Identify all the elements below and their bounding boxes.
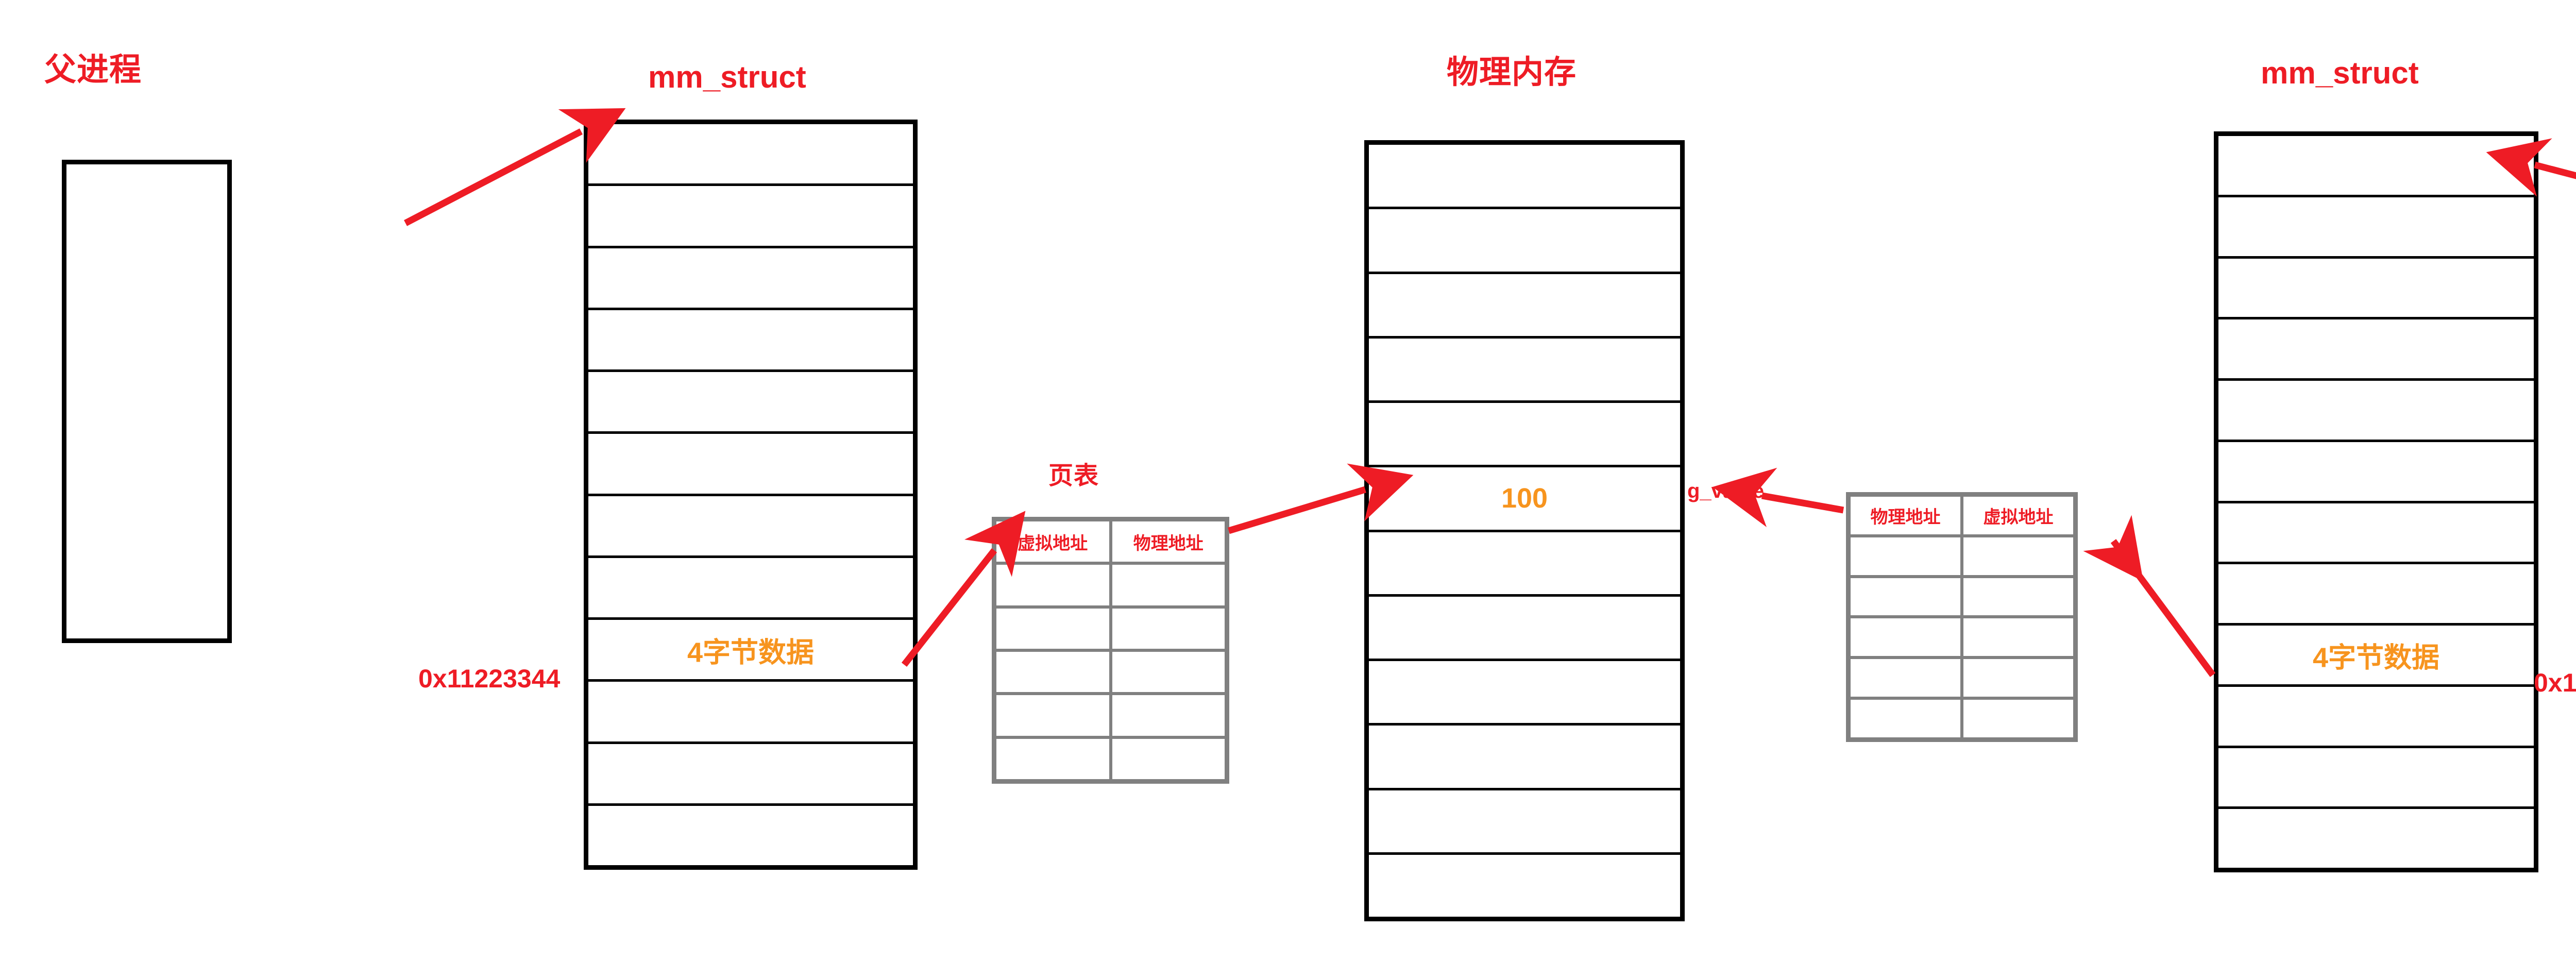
parent-mm-struct-row [588,372,913,434]
page-table-left-row [996,695,1225,736]
physical-memory-row [1369,596,1680,661]
physical-memory-row [1369,532,1680,597]
parent-mm-struct-row [588,186,913,248]
arrow-right-page-table-to-gvalue [1712,467,1844,528]
page-table-right-cell [1851,700,1960,737]
physical-memory-row: 100 [1369,467,1680,532]
parent-mm-struct-row [588,434,913,496]
page-table-left-cell [996,738,1109,779]
arrow-data-to-page-table [901,511,1026,667]
page-table-right: 物理地址虚拟地址 [1846,492,2078,742]
page-table-right-row [1851,618,2073,656]
child-mm-struct-row [2218,564,2534,626]
page-table-right-row [1851,659,2073,697]
child-mm-struct-row [2218,136,2534,197]
page-table-left-row [996,608,1225,649]
parent-process-label: 父进程 [44,52,142,88]
child-mm-struct-row: 4字节数据 [2218,626,2534,687]
arrow-right-page-table-to-data [2083,515,2216,677]
physical-memory-row-value: 100 [1501,483,1548,514]
page-table-left-cell [1112,608,1225,649]
page-table-left-header-cell: 虚拟地址 [996,521,1109,562]
physical-memory-row [1369,726,1680,790]
page-table-right-row [1851,578,2073,616]
page-table-right-cell [1963,537,2073,575]
child-mm-struct-row [2218,442,2534,503]
page-table-right-cell [1963,700,2073,737]
page-table-left-title: 页表 [1048,462,1099,490]
page-table-right-row [1851,537,2073,575]
physical-memory-row [1369,274,1680,339]
page-table-left-cell [996,608,1109,649]
arrow-child-to-mm-struct [2486,138,2576,197]
child-mm-struct-row [2218,258,2534,320]
page-table-left-cell [1112,738,1225,779]
child-mm-struct-row [2218,809,2534,868]
page-table-left-row [996,738,1225,779]
page-table-left-header-row: 虚拟地址物理地址 [996,521,1225,562]
physical-memory-row [1369,403,1680,468]
child-mm-struct-row [2218,686,2534,748]
page-table-right-cell [1851,578,1960,616]
parent-process-box [62,160,232,643]
parent-mm-struct-row [588,248,913,310]
child-mm-struct-block: 4字节数据 [2214,131,2538,872]
physical-memory-label: 物理内存 [1447,55,1577,90]
page-table-left-row [996,565,1225,605]
parent-mm-struct-row [588,805,913,865]
page-table-left-cell [1112,565,1225,605]
g-value-label: g_value [1687,480,1764,502]
page-table-right-header-cell: 物理地址 [1851,497,1960,534]
parent-mm-struct-row [588,744,913,806]
physical-memory-row [1369,790,1680,855]
parent-mm-struct-row [588,124,913,187]
page-table-right-cell [1851,618,1960,656]
mm-struct-left-label: mm_struct [648,60,806,94]
child-mm-struct-row-value: 4字节数据 [2312,642,2440,673]
physical-memory-row [1369,145,1680,210]
arrow-parent-to-mm-struct [403,108,626,226]
parent-mm-struct-row [588,682,913,744]
page-table-right-header-cell: 虚拟地址 [1963,497,2073,534]
physical-memory-row [1369,338,1680,403]
child-mm-struct-row [2218,319,2534,381]
parent-mm-struct-row [588,558,913,620]
page-table-left-cell [996,565,1109,605]
page-table-right-header-row: 物理地址虚拟地址 [1851,497,2073,534]
page-table-right-row [1851,700,2073,737]
page-table-left-cell [1112,651,1225,693]
child-mm-struct-row [2218,503,2534,565]
mm-struct-right-label: mm_struct [2261,56,2419,90]
child-mm-struct-row [2218,748,2534,810]
page-table-right-cell [1963,578,2073,616]
child-address-label: 0x11223344 [2534,668,2576,697]
parent-mm-struct-row [588,496,913,558]
page-table-right-cell [1851,659,1960,697]
child-mm-struct-row [2218,197,2534,259]
page-table-left-cell [1112,695,1225,736]
parent-mm-struct-row [588,310,913,372]
page-table-left-row [996,651,1225,693]
physical-memory-row [1369,209,1680,274]
arrow-page-table-to-phys-memory [1228,463,1414,534]
page-table-right-cell [1851,537,1960,575]
parent-address-label: 0x11223344 [418,664,561,693]
page-table-left-cell [996,695,1109,736]
physical-memory-row [1369,661,1680,726]
physical-memory-row [1369,854,1680,917]
child-mm-struct-row [2218,381,2534,442]
page-table-right-cell [1963,618,2073,656]
parent-mm-struct-row-value: 4字节数据 [687,637,815,668]
page-table-right-cell [1963,659,2073,697]
physical-memory-block: 100 [1364,140,1685,921]
parent-mm-struct-row: 4字节数据 [588,620,913,682]
page-table-left: 虚拟地址物理地址 [992,517,1229,784]
page-table-left-header-cell: 物理地址 [1112,521,1225,562]
parent-mm-struct-block: 4字节数据 [584,120,918,870]
page-table-left-cell [996,651,1109,693]
